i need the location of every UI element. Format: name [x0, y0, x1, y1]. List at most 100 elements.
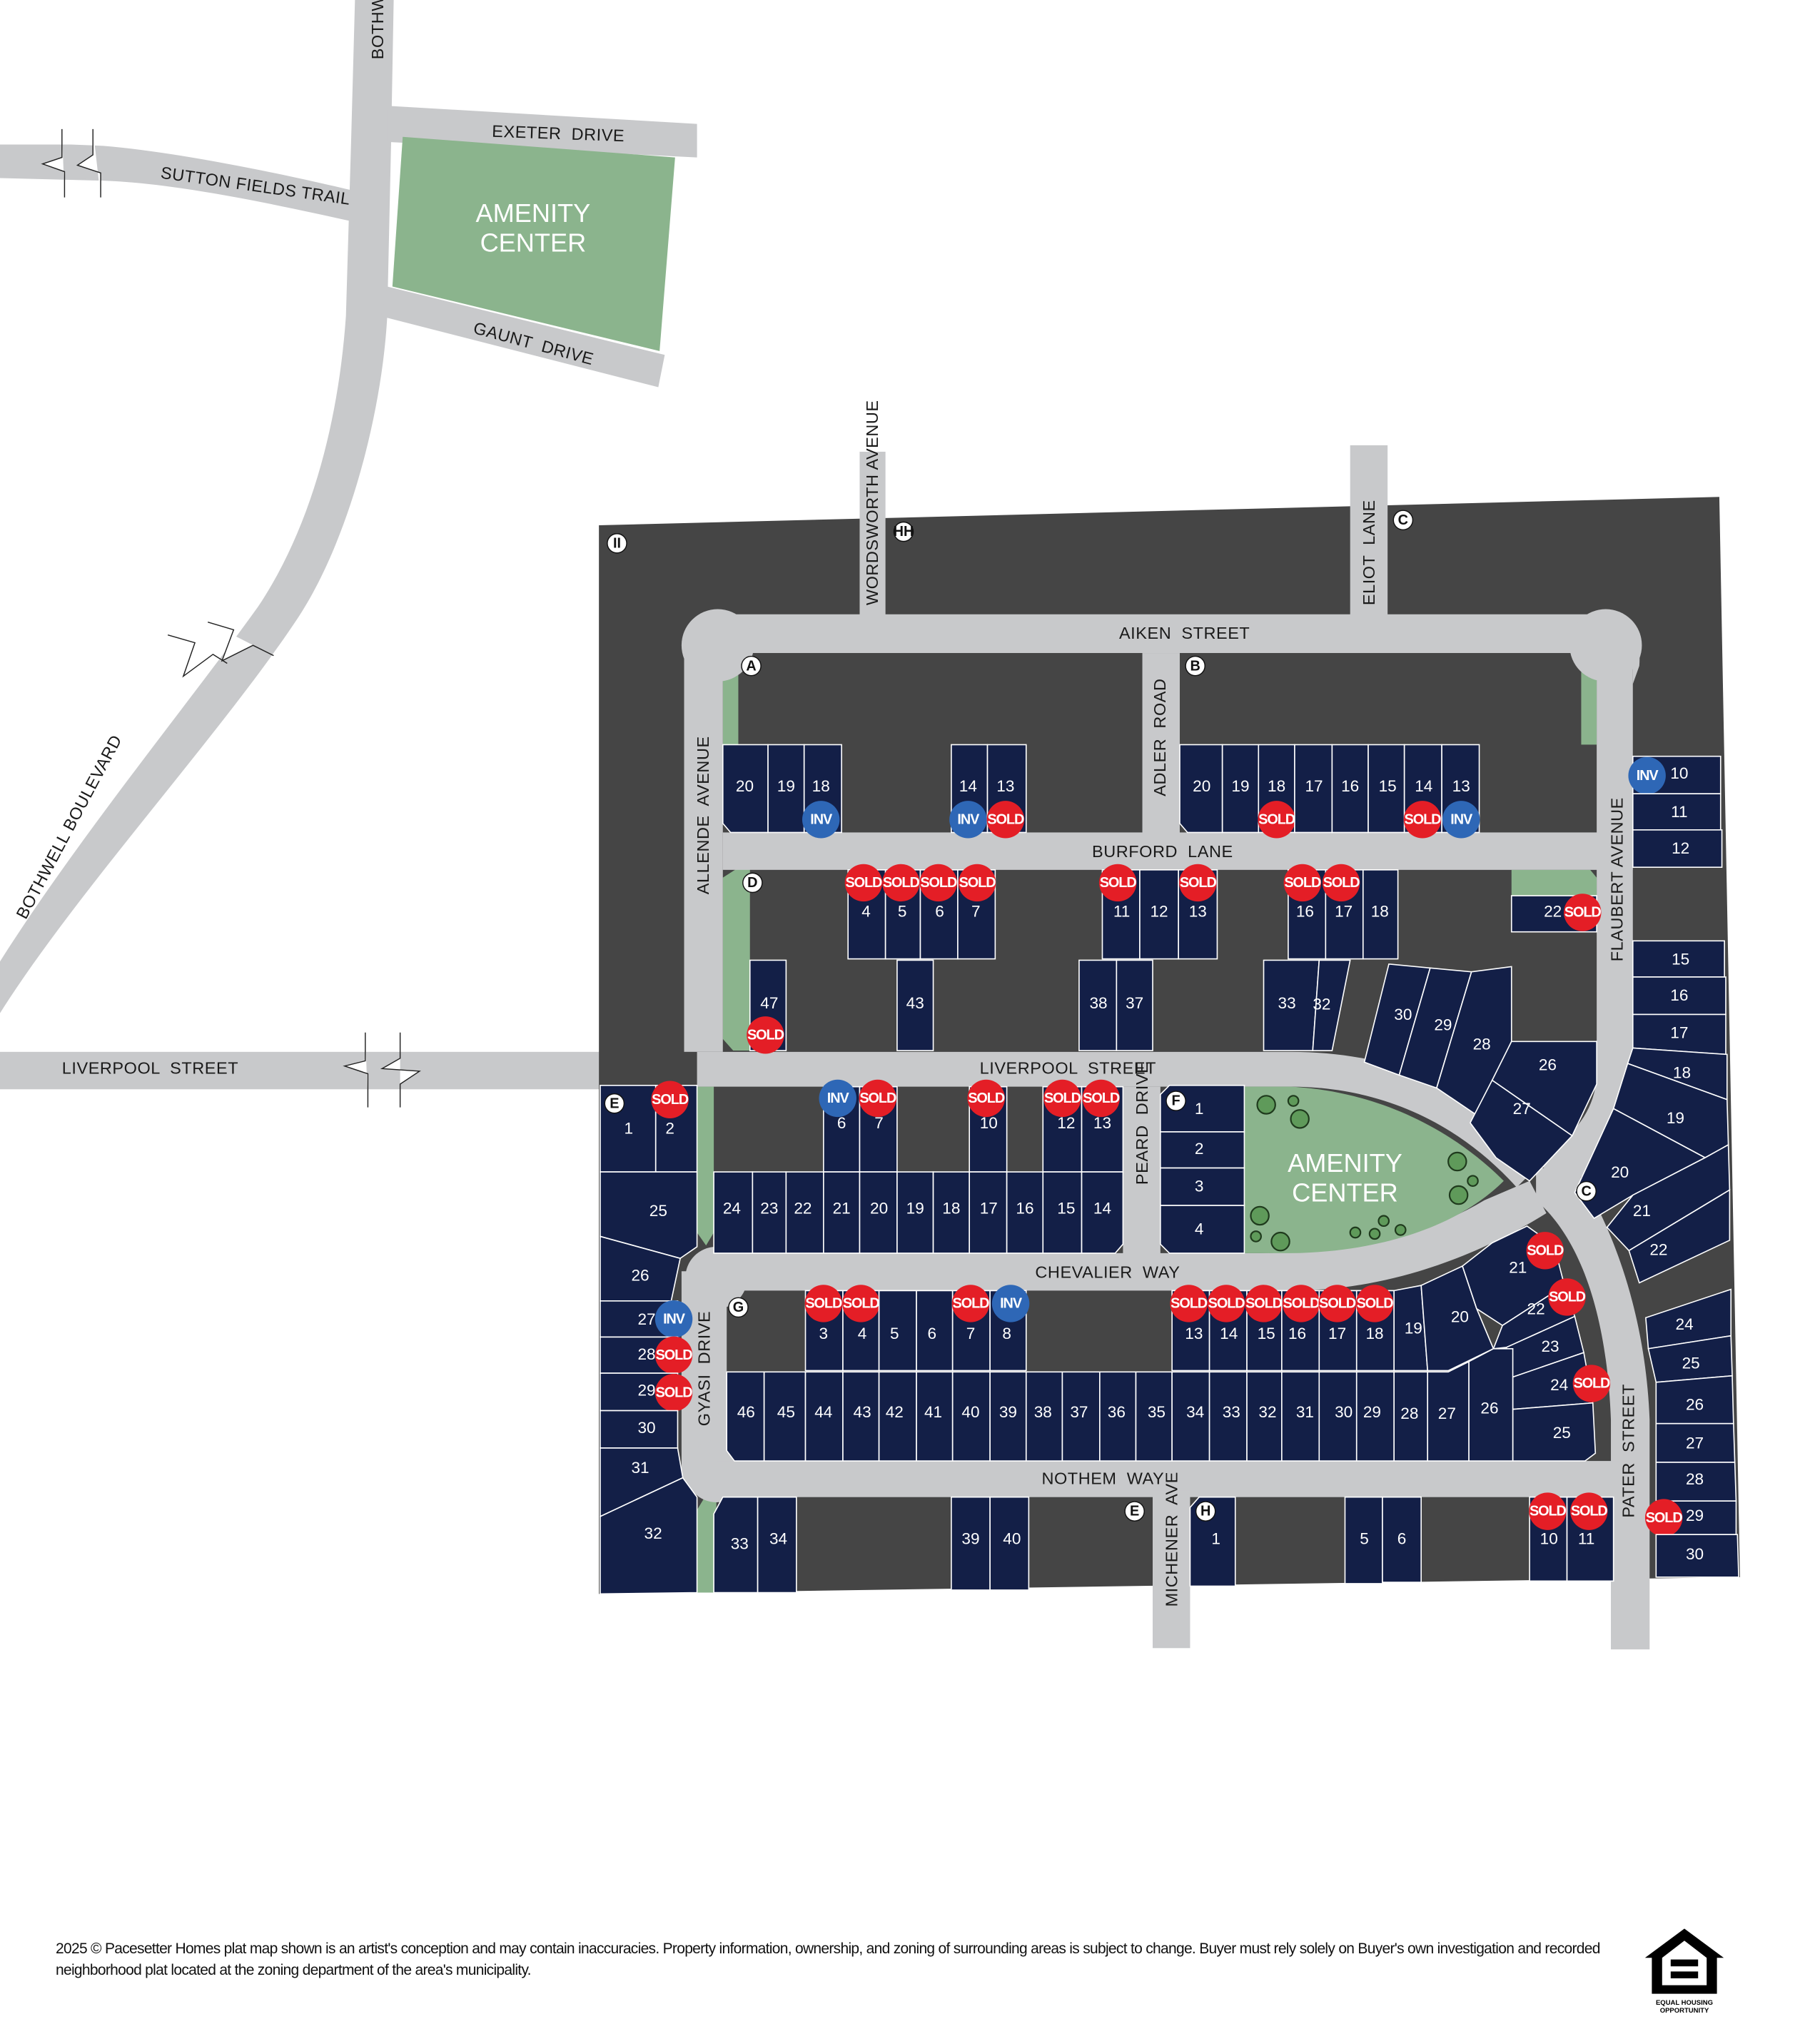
lot[interactable]: 24: [713, 1171, 754, 1254]
lot[interactable]: 17: [1294, 744, 1333, 834]
lot[interactable]: 37: [1116, 959, 1153, 1051]
lot[interactable]: 28: [1655, 1462, 1737, 1502]
lot[interactable]: 17: [1632, 1013, 1727, 1056]
lot-shape[interactable]: [896, 959, 934, 1051]
lot[interactable]: 19: [767, 744, 805, 834]
lot-shape[interactable]: [1116, 959, 1153, 1051]
lot[interactable]: 28: [1393, 1371, 1429, 1462]
lot[interactable]: 22: [1628, 1188, 1731, 1284]
lot[interactable]: 41: [916, 1371, 954, 1462]
lot-shape[interactable]: [1344, 1496, 1383, 1584]
lot[interactable]: 34: [757, 1496, 797, 1594]
lot[interactable]: 6: [1382, 1496, 1422, 1583]
lot[interactable]: 12: [1632, 829, 1723, 869]
lot[interactable]: 39: [989, 1371, 1027, 1462]
lot[interactable]: 30: [1655, 1534, 1739, 1578]
lot[interactable]: 25: [1512, 1402, 1597, 1462]
lot[interactable]: 43: [896, 959, 934, 1051]
lot-shape[interactable]: [713, 1496, 759, 1594]
lot[interactable]: 33: [713, 1496, 759, 1594]
lot[interactable]: 15: [1367, 744, 1405, 834]
lot[interactable]: 33: [1263, 959, 1320, 1051]
lot[interactable]: 20: [1179, 744, 1223, 834]
lot[interactable]: 43: [842, 1371, 880, 1462]
lot[interactable]: 37: [1061, 1371, 1101, 1462]
lot[interactable]: 29: [1355, 1371, 1395, 1462]
lot[interactable]: 26: [1468, 1347, 1514, 1462]
lot[interactable]: 16: [1632, 976, 1727, 1016]
lot[interactable]: 40: [951, 1371, 991, 1462]
lot-shape[interactable]: [1655, 1534, 1739, 1578]
lot[interactable]: 23: [752, 1171, 787, 1254]
lot[interactable]: 2: [1160, 1131, 1245, 1169]
lot[interactable]: 5: [1344, 1496, 1383, 1584]
lot-shape[interactable]: [1362, 869, 1399, 960]
lot[interactable]: 30: [600, 1410, 679, 1449]
amenity-center-central[interactable]: [1244, 1086, 1504, 1253]
lot[interactable]: 22: [785, 1171, 824, 1254]
lot[interactable]: 19: [1221, 744, 1260, 834]
lot[interactable]: 36: [1099, 1371, 1137, 1462]
lot-shape[interactable]: [1160, 1205, 1245, 1254]
lot-shape[interactable]: [1081, 1171, 1124, 1254]
lot-shape[interactable]: [722, 744, 769, 834]
lot[interactable]: 32: [600, 1477, 698, 1595]
lot[interactable]: 42: [878, 1371, 917, 1462]
lot[interactable]: 20: [722, 744, 769, 834]
lot-shape[interactable]: [1382, 1496, 1422, 1583]
lot-shape[interactable]: [1491, 1041, 1597, 1137]
lot[interactable]: 27: [1427, 1360, 1470, 1462]
lot[interactable]: 11: [1632, 793, 1722, 831]
lot-shape[interactable]: [600, 1477, 698, 1595]
lot[interactable]: 26: [1491, 1041, 1597, 1137]
lot[interactable]: 15: [1042, 1171, 1083, 1254]
lot-shape[interactable]: [989, 1496, 1030, 1591]
lot-shape[interactable]: [600, 1171, 698, 1260]
lot-shape[interactable]: [1179, 744, 1223, 834]
lot[interactable]: 39: [951, 1496, 991, 1591]
lot[interactable]: 32: [1312, 959, 1351, 1051]
lot[interactable]: 16: [1006, 1171, 1044, 1254]
lot[interactable]: 46: [726, 1371, 765, 1462]
lot[interactable]: 27: [1469, 1079, 1574, 1182]
lot[interactable]: 20: [859, 1171, 898, 1254]
lot-shape[interactable]: [1628, 1188, 1731, 1284]
lot[interactable]: 12: [1139, 869, 1179, 960]
lot[interactable]: 26: [1655, 1375, 1734, 1425]
lot[interactable]: 38: [1078, 959, 1118, 1051]
lot[interactable]: 40: [989, 1496, 1030, 1591]
lot[interactable]: 16: [1331, 744, 1369, 834]
lot[interactable]: 18: [1362, 869, 1399, 960]
lot-shape[interactable]: [757, 1496, 797, 1594]
lot[interactable]: 32: [1246, 1371, 1283, 1462]
lot[interactable]: 4: [1160, 1205, 1245, 1254]
